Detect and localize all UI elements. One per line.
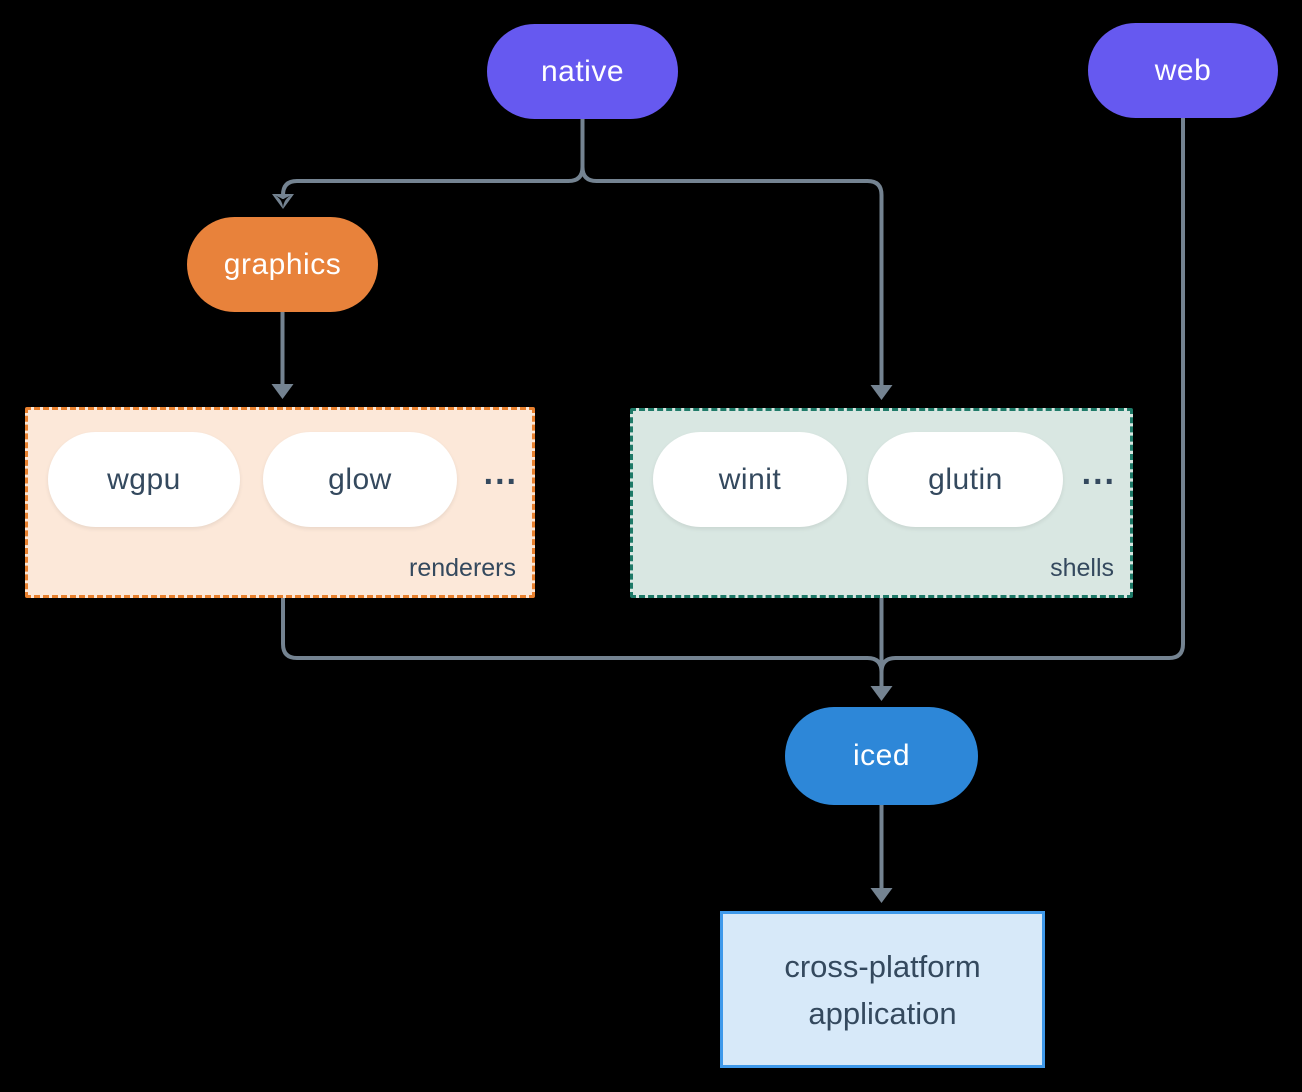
node-winit: winit (653, 432, 847, 527)
arrowhead-renderers (271, 384, 294, 399)
node-application: cross-platform application (720, 911, 1045, 1068)
node-glutin: glutin (868, 432, 1063, 527)
node-iced: iced (785, 707, 978, 805)
node-web-label: web (1154, 53, 1212, 87)
arrowhead-shells (870, 385, 893, 400)
edge-renderers-iced (281, 596, 884, 674)
renderers-group-label: renderers (409, 554, 516, 582)
node-web: web (1088, 23, 1278, 118)
node-glow: glow (263, 432, 457, 527)
group-shells: winit glutin ... shells (630, 408, 1133, 598)
application-label-line2: application (808, 995, 957, 1031)
arrowhead-application (870, 888, 893, 903)
node-wgpu: wgpu (48, 432, 240, 527)
node-glutin-label: glutin (928, 462, 1003, 496)
arrowhead-iced (870, 686, 893, 701)
node-wgpu-label: wgpu (107, 462, 181, 496)
edge-native-graphics (281, 116, 585, 199)
arrowhead-graphics (272, 194, 294, 209)
node-native-label: native (540, 54, 625, 88)
node-glow-label: glow (328, 462, 392, 496)
group-renderers: wgpu glow ... renderers (25, 407, 535, 598)
application-label-line1: cross-platform (784, 948, 981, 984)
node-iced-label: iced (852, 739, 911, 772)
shells-ellipsis: ... (1081, 454, 1116, 492)
edge-native-shells (580, 116, 884, 388)
renderers-ellipsis: ... (483, 454, 518, 492)
node-graphics-label: graphics (223, 247, 342, 281)
node-winit-label: winit (718, 462, 782, 496)
node-graphics: graphics (187, 217, 378, 312)
node-native: native (487, 24, 678, 119)
shells-group-label: shells (1050, 554, 1114, 582)
